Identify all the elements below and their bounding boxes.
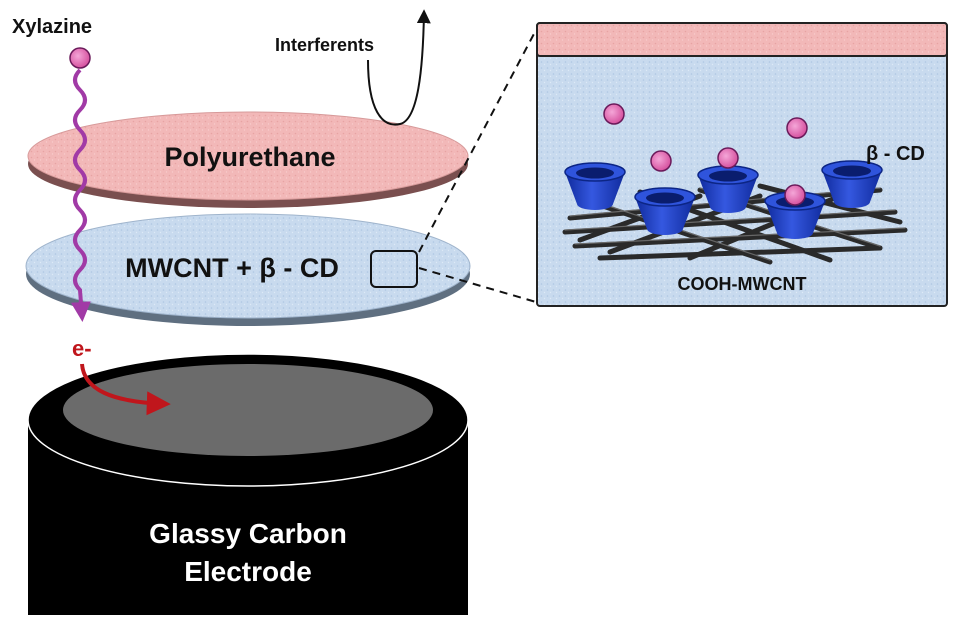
polyurethane-disc [27,111,469,201]
mwcnt-layer-disc [25,213,471,319]
interferents-group: Interferents [275,9,431,126]
inset-nanotube-label: COOH-MWCNT [678,274,807,294]
xylazine-label: Xylazine [12,16,92,38]
zoom-region-box [370,250,418,288]
interferents-rebound-arrow [367,9,431,126]
mwcnt-cd-layer: MWCNT + β - CD [25,213,471,326]
mwcnt-layer-label: MWCNT + β - CD [125,253,339,283]
xylazine-molecule [650,150,672,172]
electron-transfer: e- [72,336,171,416]
polyurethane-membrane: Polyurethane [27,111,469,208]
xylazine-molecule [717,147,739,169]
electron-arrow [80,363,171,416]
electron-label: e- [72,336,92,361]
cyclodextrin-cup [697,165,759,213]
inset-xylazine-molecules [603,103,808,206]
xylazine-wavy-arrow [70,68,91,322]
glassy-carbon-electrode: Glassy Carbon Electrode [27,353,469,615]
xylazine-molecule [603,103,625,125]
electrode-active-surface [63,364,433,456]
cyclodextrin-cup [821,160,883,208]
cyclodextrin-cup [564,162,626,210]
xylazine-path: Xylazine [12,16,92,322]
zoom-line-bottom [418,267,537,303]
electrode-label-line1: Glassy Carbon [149,518,347,549]
polyurethane-label: Polyurethane [164,142,335,172]
inset-polyurethane-strip [536,22,948,57]
interferents-label: Interferents [275,35,374,55]
inset-cd-label: β - CD [866,143,925,165]
inset-closeup: β - CD COOH-MWCNT [536,22,948,307]
electrode-label-line2: Electrode [184,556,312,587]
xylazine-molecule [784,184,806,206]
xylazine-molecule [69,47,91,69]
xylazine-molecule [786,117,808,139]
cyclodextrin-cup [634,187,696,235]
